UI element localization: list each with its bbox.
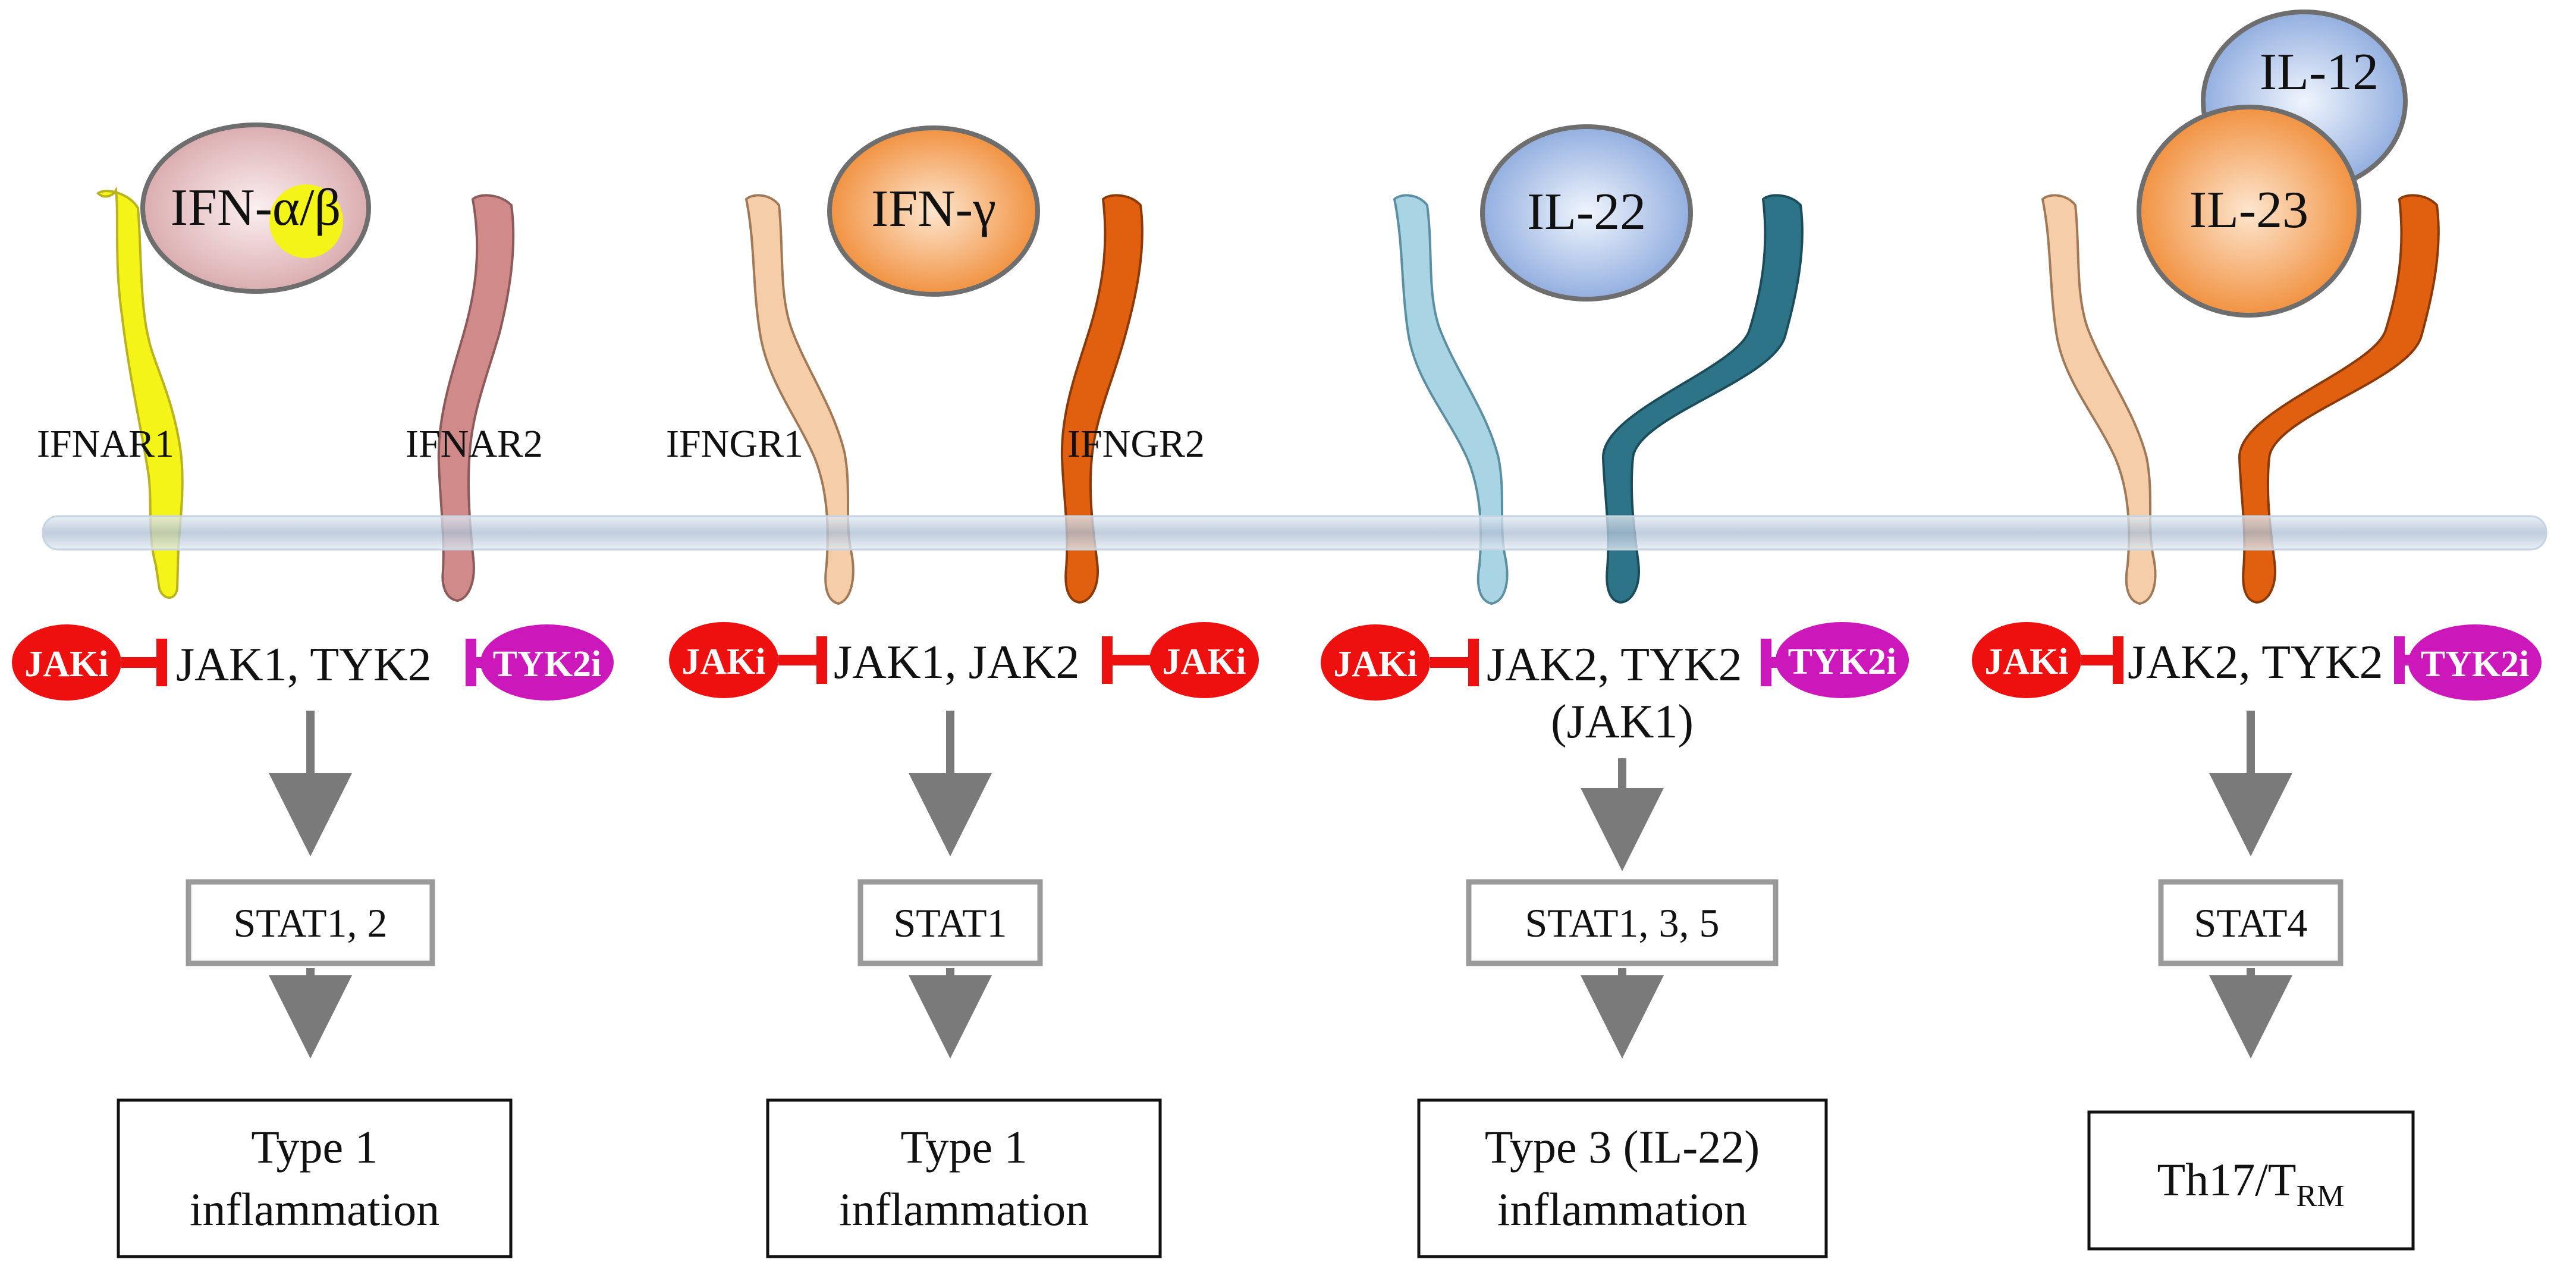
inhibitor-tyk2i-label: TYK2i — [1788, 642, 1897, 682]
outcome-label-2-line2: inflammation — [839, 1183, 1089, 1235]
stat-box-1 — [186, 879, 435, 966]
receptor-ifnar1-label: IFNAR1 — [37, 422, 174, 466]
stat-box-2 — [857, 879, 1043, 966]
receptor-il23r-right-chain — [2238, 194, 2440, 604]
inhibitor-jaki-pill — [669, 622, 778, 698]
pathway-il-22: IL-22 — [1393, 124, 1804, 605]
ligand-il-23 — [2137, 105, 2361, 318]
ligand-ifn-alpha-beta-label: IFN-α/β — [171, 179, 341, 237]
stat-box-3 — [1466, 879, 1779, 966]
outcome-label-4-subscript: RM — [2297, 1179, 2345, 1213]
receptor-ifnar1-chain — [96, 186, 184, 599]
outcome-box-4 — [2087, 1110, 2415, 1251]
kinase-row-1: JAKi JAK1, TYK2 TYK2i — [12, 624, 614, 701]
ligand-il-22-label: IL-22 — [1527, 183, 1646, 241]
receptor-ifngr2-label: IFNGR2 — [1067, 422, 1205, 466]
pathway-ifn-gamma: IFN-γ IFNGR1 IFNGR2 — [666, 125, 1205, 605]
receptor-ifnar2-chain — [437, 194, 515, 602]
ligand-core-dot — [269, 184, 343, 258]
kinase-row-2: JAKi JAK1, JAK2 JAKi — [669, 622, 1259, 698]
ligand-il-22 — [1480, 124, 1693, 302]
inhibitor-jaki-pill — [1972, 622, 2081, 698]
outcome-label-1-line1: Type 1 — [251, 1121, 378, 1173]
inhibitor-jaki-pill — [1149, 622, 1259, 698]
stat-boxes: STAT1, 2 STAT1 STAT1, 3, 5 STAT4 — [186, 879, 2343, 966]
inhibitor-jaki-pill — [1321, 624, 1430, 701]
inhibitor-jaki-label: JAKi — [1162, 642, 1246, 682]
outcome-label-3-line1: Type 3 (IL-22) — [1485, 1121, 1760, 1173]
outcome-box-2 — [766, 1098, 1162, 1258]
cell-membrane — [42, 515, 2547, 551]
arrows-stat-to-outcome — [269, 968, 2292, 1059]
outcome-box-1 — [117, 1098, 513, 1258]
stat-box-4 — [2158, 879, 2343, 966]
ligand-il-23-label: IL-23 — [2189, 181, 2308, 239]
kinase-row-3: JAKi JAK2, TYK2 (JAK1) TYK2i — [1321, 622, 1909, 748]
stat-label-2: STAT1 — [893, 900, 1007, 946]
outcome-label-3-line2: inflammation — [1497, 1183, 1747, 1235]
kinase-label: JAK2, TYK2 — [1487, 639, 1742, 691]
receptor-ifnar2-label: IFNAR2 — [406, 422, 543, 466]
stat-label-4: STAT4 — [2194, 900, 2307, 946]
receptor-ifngr1-label: IFNGR1 — [666, 422, 803, 466]
inhibitor-jaki-label: JAKi — [1333, 644, 1417, 684]
kinase-secondary-label: (JAK1) — [1551, 696, 1694, 748]
outcome-label-1-line2: inflammation — [190, 1183, 439, 1235]
receptor-ifngr2-chain — [1060, 194, 1144, 604]
kinase-label: JAK2, TYK2 — [2128, 636, 2383, 689]
arrows-kinase-to-stat — [269, 711, 2292, 871]
inhibitor-tyk2i-pill — [480, 624, 614, 701]
kinase-row-4: JAKi JAK2, TYK2 TYK2i — [1972, 622, 2542, 701]
outcome-box-3 — [1417, 1098, 1828, 1258]
pathway-ifn-alpha-beta: IFN-α/β IFNAR1 IFNAR2 — [37, 123, 543, 602]
inhibitor-tyk2i-label: TYK2i — [2421, 644, 2530, 684]
outcome-label-4: Th17/TRM — [2157, 1154, 2345, 1213]
outcome-label-4-main: Th17/T — [2157, 1154, 2297, 1205]
outcome-boxes: Type 1 inflammation Type 1 inflammation … — [117, 1098, 2415, 1258]
ligand-ifn-gamma-label: IFN-γ — [871, 180, 996, 238]
ligand-il-12-label: IL-12 — [2260, 43, 2379, 101]
inhibitor-tyk2i-pill — [2408, 624, 2542, 701]
receptor-il23r-left-chain — [2041, 194, 2157, 605]
pathway-il-23: IL-12 IL-23 — [2041, 10, 2440, 605]
kinase-label: JAK1, TYK2 — [176, 639, 432, 691]
inhibitor-jaki-pill — [12, 624, 121, 701]
ligand-ifn-gamma — [827, 125, 1040, 297]
stat-label-1: STAT1, 2 — [233, 900, 387, 946]
kinase-label: JAK1, JAK2 — [834, 636, 1079, 689]
inhibitor-jaki-label: JAKi — [681, 642, 765, 682]
inhibitor-jaki-label: JAKi — [1984, 642, 2068, 682]
receptor-ifngr1-chain — [744, 194, 855, 605]
inhibitor-tyk2i-label: TYK2i — [493, 644, 602, 684]
stat-label-3: STAT1, 3, 5 — [1525, 900, 1719, 946]
receptor-il22r2-chain — [1601, 194, 1804, 604]
receptor-il22r1-chain — [1393, 194, 1509, 605]
inhibitor-jaki-label: JAKi — [24, 644, 108, 684]
outcome-label-2-line1: Type 1 — [900, 1121, 1027, 1173]
inhibitor-tyk2i-pill — [1776, 622, 1909, 698]
